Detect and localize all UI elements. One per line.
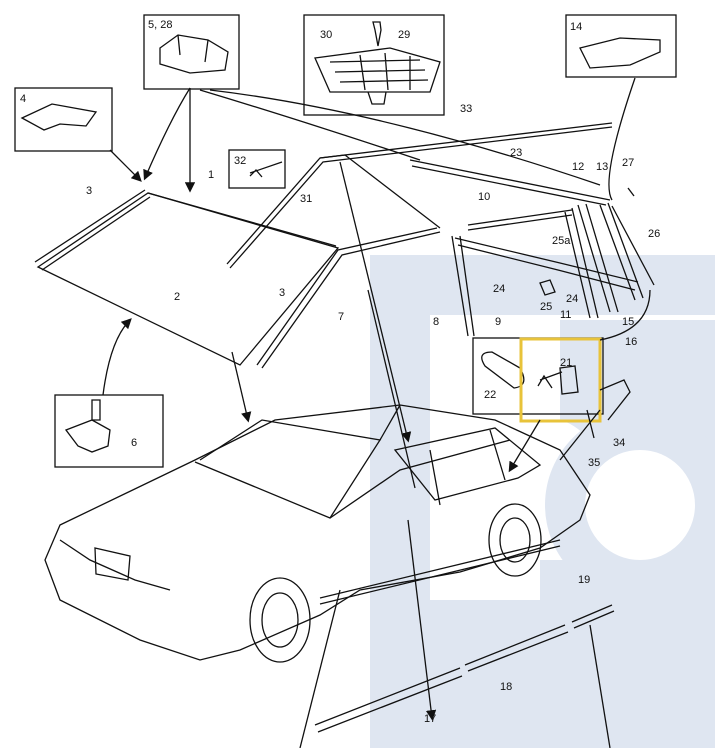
side-molding-17 (314, 667, 463, 733)
molding-10 (467, 209, 573, 231)
part-labels: 1 2 3 3 4 5, 28 6 7 8 9 10 11 12 13 14 1… (20, 19, 660, 725)
label-25: 25 (540, 301, 552, 313)
clip-14 (579, 37, 661, 69)
label-13: 13 (596, 161, 608, 173)
rivet-32 (249, 161, 283, 178)
label-22: 22 (484, 389, 496, 401)
label-24-left: 24 (493, 283, 505, 295)
label-32: 32 (234, 155, 246, 167)
pillar-trim-11 (564, 207, 599, 319)
molding-23 (409, 159, 611, 201)
label-25a: 25a (552, 235, 571, 247)
label-29: 29 (398, 29, 410, 41)
molding-26 (611, 205, 655, 286)
screw-29 (372, 21, 382, 47)
clip-6 (64, 419, 111, 453)
label-4: 4 (20, 93, 26, 105)
label-33: 33 (460, 103, 472, 115)
label-9: 9 (495, 316, 501, 328)
windshield-molding-outline (36, 192, 340, 366)
label-2: 2 (174, 291, 180, 303)
brand-logo-watermark (370, 255, 715, 748)
label-34: 34 (613, 437, 625, 449)
car-side-windows (393, 427, 542, 501)
linework (14, 14, 677, 748)
car-windshield-base (194, 439, 511, 519)
highlight-box-21 (519, 337, 602, 423)
label-3-left: 3 (86, 185, 92, 197)
clip-27 (627, 187, 635, 197)
clip-22 (481, 351, 525, 389)
label-8: 8 (433, 316, 439, 328)
label-21: 21 (560, 357, 572, 369)
car-grille (94, 547, 131, 581)
pillar-trim-12 (577, 203, 619, 313)
label-14: 14 (570, 21, 582, 33)
clip-34 (599, 379, 631, 421)
detail-box-6 (54, 394, 164, 468)
label-23: 23 (510, 147, 522, 159)
label-5-28: 5, 28 (148, 19, 172, 31)
label-27: 27 (622, 157, 634, 169)
label-3-right: 3 (279, 287, 285, 299)
label-10: 10 (478, 191, 490, 203)
label-31: 31 (300, 193, 312, 205)
label-15: 15 (622, 316, 634, 328)
label-35: 35 (588, 457, 600, 469)
detail-box-5-28 (143, 14, 240, 90)
clip-5-28 (159, 34, 229, 74)
label-26: 26 (648, 228, 660, 240)
label-7: 7 (338, 311, 344, 323)
label-24-right: 24 (566, 293, 578, 305)
clip-25 (539, 279, 556, 296)
screw-21 (537, 365, 579, 395)
label-16: 16 (625, 336, 637, 348)
end-cap-19 (571, 604, 615, 629)
label-17: 17 (424, 713, 436, 725)
detail-box-30 (303, 14, 445, 116)
pillar-trim-8-9 (451, 235, 475, 337)
clip-4 (20, 103, 98, 131)
detail-box-14 (565, 14, 677, 78)
car-side-trim (319, 539, 561, 599)
side-molding-18 (464, 624, 569, 672)
pillar-trim-13 (599, 202, 644, 301)
detail-box-4 (14, 87, 113, 152)
label-19: 19 (578, 574, 590, 586)
label-12: 12 (572, 161, 584, 173)
car-rear-wheel (488, 503, 542, 577)
label-1: 1 (208, 169, 214, 181)
label-18: 18 (500, 681, 512, 693)
car-windshield (199, 419, 382, 519)
label-6: 6 (131, 437, 137, 449)
car-front-wheel (249, 577, 311, 663)
detail-box-32 (228, 149, 286, 189)
clip-30 (314, 47, 441, 93)
label-11: 11 (560, 309, 571, 321)
label-30: 30 (320, 29, 332, 41)
